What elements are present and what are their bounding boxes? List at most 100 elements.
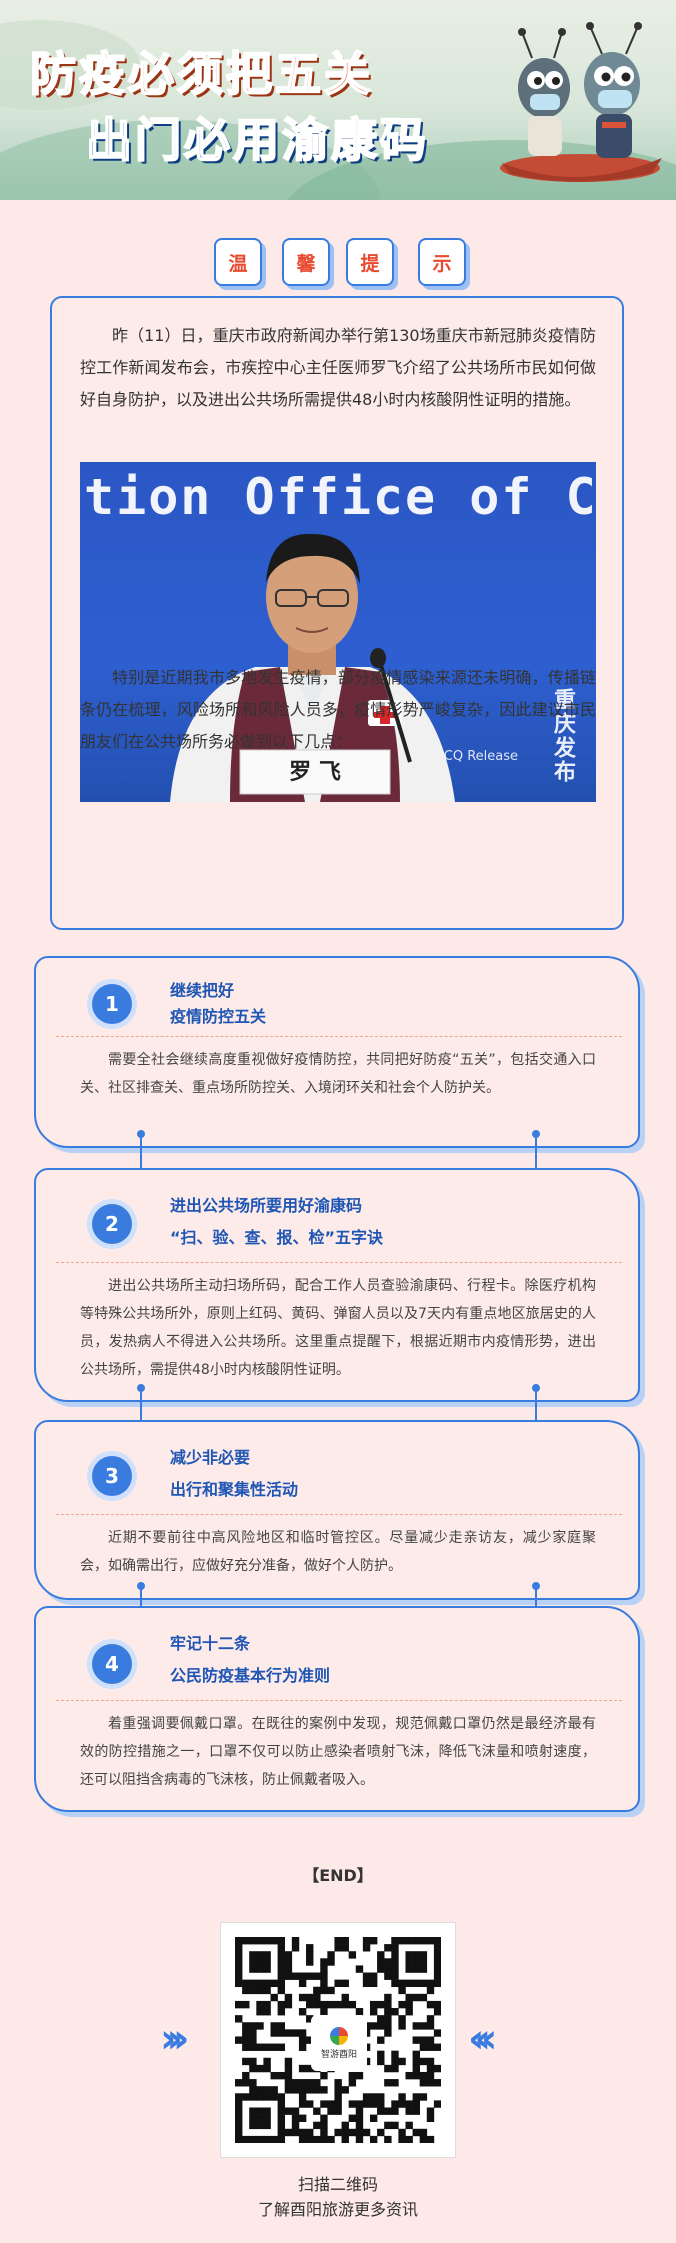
qr-module: [298, 1972, 307, 1980]
qr-module: [235, 1951, 243, 1959]
qr-module: [291, 2107, 300, 2115]
qr-module: [313, 2107, 321, 2115]
qr-module: [270, 2022, 278, 2030]
qr-module: [235, 1972, 243, 1980]
qr-module: [334, 2079, 342, 2087]
qr-module: [313, 1993, 321, 2002]
qr-module: [306, 1951, 314, 1959]
qr-module: [334, 2086, 342, 2094]
qr-module: [242, 2043, 250, 2051]
qr-module: [369, 1937, 378, 1945]
qr-module: [263, 2057, 271, 2066]
qr-module: [419, 1951, 428, 1959]
qr-module: [284, 2071, 293, 2080]
qr-module: [334, 2000, 342, 2009]
qr-module: [235, 2093, 243, 2101]
qr-module: [362, 1972, 371, 1980]
qr-module: [249, 2086, 257, 2094]
qr-module: [256, 2022, 264, 2030]
tip-badge: 温: [214, 238, 262, 286]
qr-module: [362, 2100, 371, 2108]
qr-module: [327, 2107, 335, 2115]
card-title: 牢记十二条 公民防疫基本行为准则: [170, 1628, 330, 1692]
qr-module: [412, 2057, 420, 2066]
qr-module: [405, 2000, 413, 2009]
qr-module: [298, 2064, 307, 2073]
qr-module: [320, 1972, 328, 1980]
qr-module: [341, 2128, 349, 2137]
logo-icon: [330, 2026, 348, 2045]
qr-module: [348, 2100, 357, 2108]
qr-module: [306, 1972, 314, 1980]
qr-module: [256, 2000, 264, 2009]
qr-module: [277, 2121, 286, 2130]
qr-module: [391, 2050, 399, 2059]
qr-module: [313, 2086, 321, 2094]
qr-module: [384, 1972, 392, 1980]
qr-module: [320, 1958, 328, 1966]
qr-module: [377, 2107, 385, 2115]
qr-module: [263, 2008, 271, 2016]
qr-module: [263, 1979, 271, 1988]
qr-module: [341, 2000, 349, 2009]
qr-module: [426, 2057, 435, 2066]
qr-module: [405, 1937, 413, 1945]
intro-paragraph-2: 特别是近期我市多地发生疫情，部分疫情感染来源还未明确，传播链条仍在梳理，风险场所…: [80, 668, 596, 751]
card-title-line1: 进出公共场所要用好渝康码: [170, 1196, 363, 1215]
qr-module: [362, 1944, 371, 1952]
qr-module: [249, 2043, 257, 2051]
qr-module: [391, 2008, 399, 2016]
qr-module: [369, 2022, 378, 2030]
qr-module: [242, 2022, 250, 2030]
qr-module: [306, 2135, 314, 2143]
qr-module: [263, 1986, 271, 1995]
qr-module: [249, 2079, 257, 2087]
qr-module: [242, 1986, 250, 1995]
qr-module: [277, 2128, 286, 2137]
qr-module: [412, 2071, 420, 2080]
qr-module: [391, 1979, 399, 1988]
qr-module: [412, 2022, 420, 2030]
qr-code[interactable]: 智游酉阳: [220, 1922, 456, 2158]
qr-module: [433, 2008, 441, 2016]
qr-module: [298, 1979, 307, 1988]
qr-module: [298, 2036, 307, 2044]
qr-module: [277, 2000, 286, 2009]
qr-module: [398, 2000, 406, 2009]
guideline-card-3: 3 减少非必要 出行和聚集性活动 近期不要前往中高风险地区和临时管控区。尽量减少…: [34, 1420, 640, 1600]
qr-module: [320, 2086, 328, 2094]
qr-module: [419, 1965, 428, 1973]
qr-module: [263, 2086, 271, 2094]
qr-module: [306, 2000, 314, 2009]
qr-module: [320, 1965, 328, 1973]
card-divider: [56, 1262, 622, 1263]
qr-module: [270, 2135, 278, 2143]
qr-module: [398, 1986, 406, 1995]
qr-module: [291, 2114, 300, 2122]
qr-module: [348, 2071, 357, 2080]
qr-module: [419, 2057, 428, 2066]
qr-module: [398, 1979, 406, 1988]
qr-module: [249, 1937, 257, 1945]
qr-module: [334, 1937, 342, 1945]
card-body: 进出公共场所主动扫场所码，配合工作人员查验渝康码、行程卡。除医疗机构等特殊公共场…: [80, 1278, 596, 1378]
qr-module: [242, 2036, 250, 2044]
qr-module: [242, 2000, 250, 2009]
qr-module: [249, 2036, 257, 2044]
qr-module: [433, 2000, 441, 2009]
qr-module: [377, 2000, 385, 2009]
qr-module: [242, 2057, 250, 2066]
qr-logo-text: 智游酉阳: [320, 2049, 357, 2060]
qr-module: [398, 2015, 406, 2023]
qr-module: [405, 2100, 413, 2108]
qr-module: [419, 2022, 428, 2030]
qr-module: [412, 1951, 420, 1959]
guideline-card-4: 4 牢记十二条 公民防疫基本行为准则 着重强调要佩戴口罩。在既往的案例中发现，规…: [34, 1606, 640, 1812]
qr-module: [249, 2064, 257, 2073]
qr-module: [405, 2008, 413, 2016]
qr-module: [235, 2079, 243, 2087]
qr-module: [320, 2000, 328, 2009]
tip-badge: 提: [346, 238, 394, 286]
qr-module: [256, 2093, 264, 2101]
qr-module: [355, 2107, 364, 2115]
